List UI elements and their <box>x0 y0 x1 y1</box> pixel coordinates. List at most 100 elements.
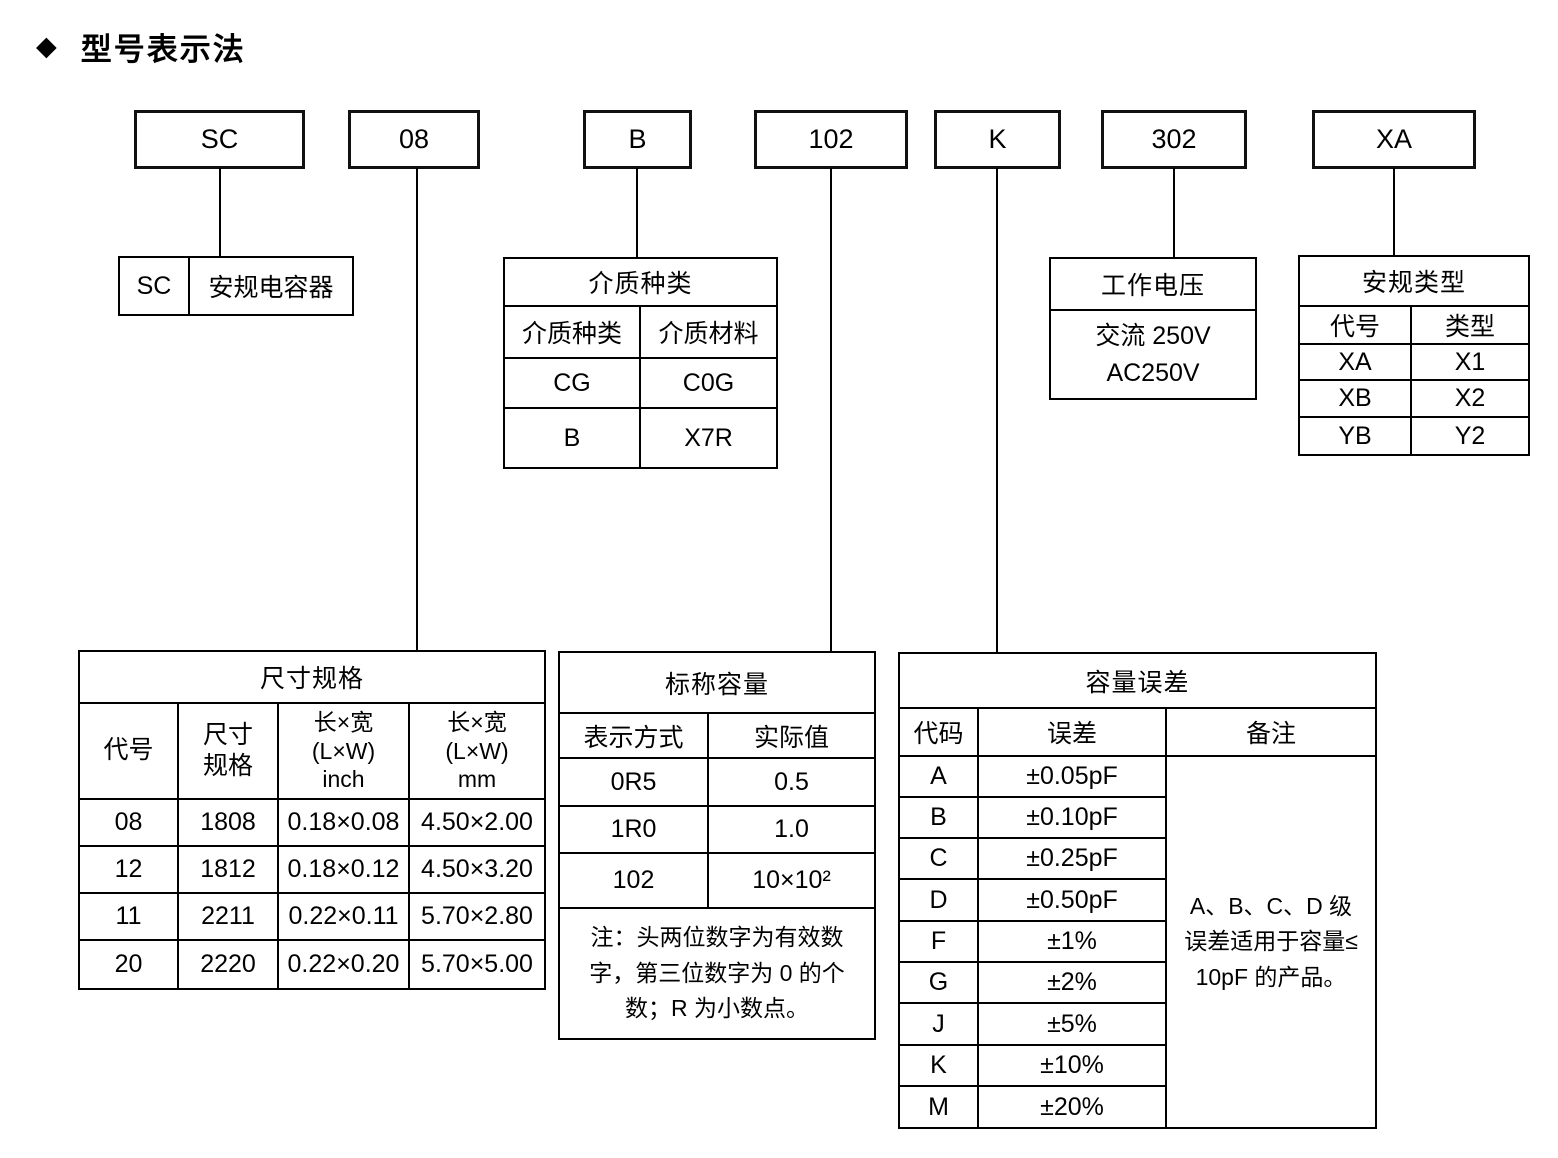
section-title-row: ◆ 型号表示法 <box>36 24 246 69</box>
table-cell: 08 <box>78 798 179 847</box>
col-header: 代码 <box>898 707 979 757</box>
connector-line-size <box>416 168 418 650</box>
table-capacity: 标称容量 表示方式 实际值 0R5 0.5 1R0 1.0 102 10×10²… <box>557 651 877 1040</box>
code-box-label: B <box>628 124 647 154</box>
col-header: 尺寸 规格 <box>177 702 279 800</box>
table-cell: XA <box>1298 343 1412 381</box>
table-cell: XB <box>1298 379 1412 418</box>
table-cell: ±0.05pF <box>977 755 1167 798</box>
table-cell: 2211 <box>177 892 279 941</box>
code-box-label: XA <box>1375 124 1413 154</box>
table-cell: X2 <box>1409 379 1531 418</box>
code-box-capacity: 102 <box>754 110 908 169</box>
table-voltage: 工作电压 交流 250V AC250V <box>1049 257 1257 400</box>
page-title: 型号表示法 <box>80 32 246 67</box>
voltage-line-en: AC250V <box>1106 358 1200 387</box>
table-safety-type: 安规类型 代号 类型 XA X1 XB X2 YB Y2 <box>1297 255 1531 456</box>
table-prefix-meaning: SC 安规电容器 <box>118 256 354 316</box>
table-cell: C <box>898 837 979 880</box>
table-cell: 安规电容器 <box>188 256 354 316</box>
table-cell: Y2 <box>1409 416 1531 456</box>
table-cell: K <box>898 1044 979 1087</box>
code-box-tolerance: K <box>934 110 1061 169</box>
code-box-label: 08 <box>398 124 430 154</box>
table-cell: ±5% <box>977 1002 1167 1046</box>
code-box-label: K <box>988 124 1007 154</box>
connector-line-capacity <box>830 168 832 651</box>
col-header: 备注 <box>1164 707 1378 757</box>
table-cell: ±1% <box>977 920 1167 963</box>
table-cell: B <box>503 407 641 469</box>
connector-line-sc <box>219 168 221 256</box>
table-title: 工作电压 <box>1049 257 1257 311</box>
table-dielectric: 介质种类 介质种类 介质材料 CG C0G B X7R <box>502 257 779 469</box>
col-header: 代号 <box>78 702 179 800</box>
table-cell: ±2% <box>977 961 1167 1004</box>
voltage-line-cn: 交流 250V <box>1095 322 1211 351</box>
col-header: 介质材料 <box>638 305 779 359</box>
table-cell: 0.22×0.11 <box>277 892 410 941</box>
table-cell: CG <box>503 357 641 409</box>
table-title: 安规类型 <box>1297 255 1531 307</box>
code-box-voltage: 302 <box>1101 110 1247 169</box>
table-title: 标称容量 <box>557 651 877 714</box>
table-cell: 11 <box>78 892 179 941</box>
table-cell: A <box>898 755 979 798</box>
col-header: 介质种类 <box>503 305 641 359</box>
col-header: 代号 <box>1298 305 1412 345</box>
code-box-dielectric: B <box>583 110 692 169</box>
connector-line-voltage <box>1173 168 1175 257</box>
table-cell: 0.5 <box>706 757 877 807</box>
table-title: 尺寸规格 <box>77 650 547 704</box>
table-cell: J <box>898 1002 979 1046</box>
table-cell: ±0.50pF <box>977 878 1167 922</box>
table-cell: 102 <box>558 852 709 909</box>
capacity-note: 注：头两位数字为有效数字，第三位数字为 0 的个数；R 为小数点。 <box>557 907 877 1040</box>
table-cell: X1 <box>1409 343 1531 381</box>
table-cell: 交流 250V AC250V <box>1049 309 1257 400</box>
table-cell: YB <box>1298 416 1412 456</box>
table-cell: X7R <box>638 407 779 469</box>
table-cell: C0G <box>638 357 779 409</box>
table-cell: 4.50×3.20 <box>407 845 547 894</box>
table-cell: ±0.10pF <box>977 796 1167 839</box>
col-header: 实际值 <box>706 712 877 759</box>
table-cell: 0R5 <box>558 757 709 807</box>
table-cell: 1R0 <box>558 805 709 854</box>
code-box-label: 302 <box>1151 124 1197 154</box>
table-cell: D <box>898 878 979 922</box>
table-cell: 0.18×0.12 <box>277 845 410 894</box>
table-cell: 1808 <box>177 798 279 847</box>
table-cell: SC <box>118 256 190 316</box>
table-tolerance: 容量误差 代码 误差 备注 A ±0.05pF A、B、C、D 级误差适用于容量… <box>897 652 1378 1129</box>
col-header: 类型 <box>1409 305 1531 345</box>
code-box-size: 08 <box>348 110 480 169</box>
table-cell: M <box>898 1085 979 1129</box>
code-box-label: SC <box>200 124 239 154</box>
table-cell: G <box>898 961 979 1004</box>
col-header: 表示方式 <box>558 712 709 759</box>
table-cell: 20 <box>78 939 179 990</box>
table-cell: 4.50×2.00 <box>407 798 547 847</box>
connector-line-safety-type <box>1393 168 1395 255</box>
table-size-spec: 尺寸规格 代号 尺寸 规格 长×宽 (L×W) inch 长×宽 (L×W) m… <box>77 650 547 990</box>
table-cell: 2220 <box>177 939 279 990</box>
table-cell: 5.70×5.00 <box>407 939 547 990</box>
diamond-bullet-icon: ◆ <box>36 31 57 61</box>
table-cell: ±10% <box>977 1044 1167 1087</box>
table-cell: F <box>898 920 979 963</box>
connector-line-tolerance <box>996 168 998 652</box>
code-box-label: 102 <box>808 124 854 154</box>
table-cell: ±0.25pF <box>977 837 1167 880</box>
code-box-sc: SC <box>134 110 305 169</box>
table-cell: 5.70×2.80 <box>407 892 547 941</box>
table-title: 容量误差 <box>897 652 1378 709</box>
col-header: 误差 <box>977 707 1167 757</box>
col-header: 长×宽 (L×W) mm <box>407 702 547 800</box>
table-cell: ±20% <box>977 1085 1167 1129</box>
table-cell: 0.18×0.08 <box>277 798 410 847</box>
table-cell: 10×10² <box>706 852 877 909</box>
tolerance-remark: A、B、C、D 级误差适用于容量≤ 10pF 的产品。 <box>1164 755 1378 1129</box>
table-cell: 1812 <box>177 845 279 894</box>
